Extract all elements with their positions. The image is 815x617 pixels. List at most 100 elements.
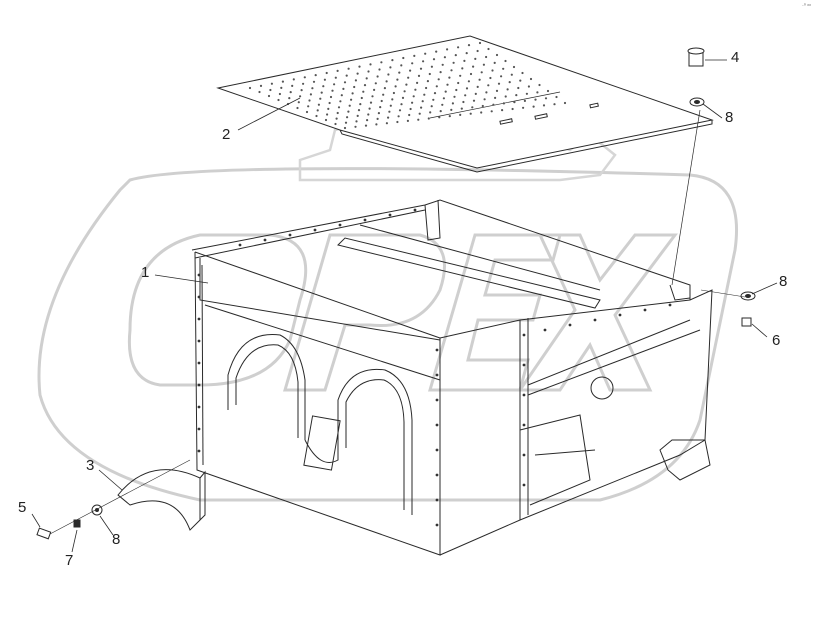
frame-hole — [435, 373, 439, 377]
perforation-hole — [319, 97, 322, 100]
callout-2: 2 — [222, 126, 231, 143]
perforation-hole — [400, 103, 403, 106]
perforation-hole — [335, 117, 338, 120]
perforation-hole — [379, 106, 382, 109]
perforation-hole — [331, 89, 334, 92]
frame-hole — [263, 238, 267, 242]
perforation-hole — [346, 116, 349, 119]
frame-body — [191, 109, 713, 556]
frame-hole — [522, 423, 526, 427]
perforation-hole — [461, 67, 464, 70]
perforation-hole — [307, 105, 310, 108]
perforation-hole — [411, 62, 414, 65]
perforation-hole — [418, 112, 421, 115]
callout-4: 4 — [731, 49, 740, 66]
perforation-hole — [453, 95, 456, 98]
frame-hole — [197, 405, 201, 409]
perforation-hole — [419, 67, 423, 70]
perforation-hole — [312, 80, 316, 83]
perforation-hole — [519, 79, 522, 82]
perforation-hole — [523, 99, 527, 102]
perforation-hole — [397, 115, 400, 118]
frame-hole — [197, 427, 201, 431]
perforation-hole — [314, 74, 317, 77]
perforation-hole — [353, 85, 356, 89]
perforation-hole — [430, 65, 433, 68]
perforation-hole — [297, 101, 300, 104]
perforation-hole — [387, 116, 390, 119]
frame-hole — [618, 313, 622, 317]
perforation-hole — [435, 50, 438, 53]
perforation-hole — [329, 95, 333, 99]
perforation-hole — [374, 82, 377, 85]
perforation-hole — [327, 107, 330, 110]
perforation-hole — [396, 78, 399, 81]
perforation-hole — [248, 86, 252, 90]
perforation-hole — [492, 103, 495, 106]
perforation-hole — [291, 84, 294, 87]
frame-hole — [338, 223, 342, 227]
perforation-hole — [446, 83, 449, 86]
perforation-hole — [299, 95, 302, 98]
perforation-hole — [336, 111, 339, 115]
perforation-hole — [522, 106, 525, 109]
perforation-hole — [480, 71, 483, 74]
frame-hole — [388, 213, 392, 217]
perforation-hole — [480, 111, 483, 114]
perforation-hole — [373, 88, 376, 91]
perforation-hole — [417, 118, 420, 121]
perforation-hole — [362, 90, 365, 93]
frame-hole — [435, 498, 439, 502]
perforation-hole — [336, 69, 339, 72]
perforation-hole — [356, 114, 359, 117]
perforation-hole — [490, 110, 493, 113]
perforation-hole — [437, 78, 440, 81]
perforation-hole — [435, 85, 438, 88]
perforation-hole — [360, 96, 363, 100]
perforation-hole — [387, 73, 390, 76]
frame-hole — [197, 361, 201, 365]
perforation-hole — [401, 96, 405, 99]
perforation-hole — [460, 107, 463, 110]
frame-hole — [522, 453, 526, 457]
perforation-hole — [325, 71, 328, 75]
perforation-hole — [472, 65, 475, 68]
perforation-hole — [365, 77, 368, 80]
perforation-hole — [462, 100, 465, 104]
perforation-hole — [354, 125, 357, 128]
perforation-hole — [454, 54, 457, 57]
frame-hole — [197, 317, 201, 321]
perforation-hole — [340, 94, 343, 97]
perforation-hole — [476, 49, 479, 53]
perforation-hole — [402, 56, 405, 60]
callout-8-left: 8 — [112, 531, 121, 548]
perforation-hole — [347, 110, 350, 113]
frame-hole — [288, 233, 292, 237]
nut-6 — [741, 317, 752, 327]
perforation-hole — [380, 61, 383, 64]
perforation-hole — [259, 84, 263, 87]
perforation-hole — [464, 94, 467, 97]
top-panel — [216, 35, 714, 173]
frame-hole — [197, 449, 201, 453]
perforation-hole — [278, 92, 281, 96]
perforation-hole — [441, 63, 444, 66]
perforation-hole — [478, 78, 481, 81]
perforation-hole — [421, 100, 424, 103]
perforation-hole — [411, 101, 414, 104]
perforation-hole — [497, 82, 501, 85]
perforation-hole — [277, 98, 280, 102]
perforation-hole — [334, 76, 337, 79]
perforation-hole — [487, 84, 490, 87]
perforation-hole — [459, 113, 462, 116]
perforation-hole — [432, 98, 435, 101]
frame-hole — [413, 208, 417, 212]
perforation-hole — [500, 75, 503, 78]
perforation-hole — [334, 122, 337, 126]
callout-1: 1 — [141, 264, 150, 281]
perforation-hole — [366, 119, 369, 122]
perforation-hole — [495, 89, 499, 92]
perforation-hole — [355, 120, 358, 123]
